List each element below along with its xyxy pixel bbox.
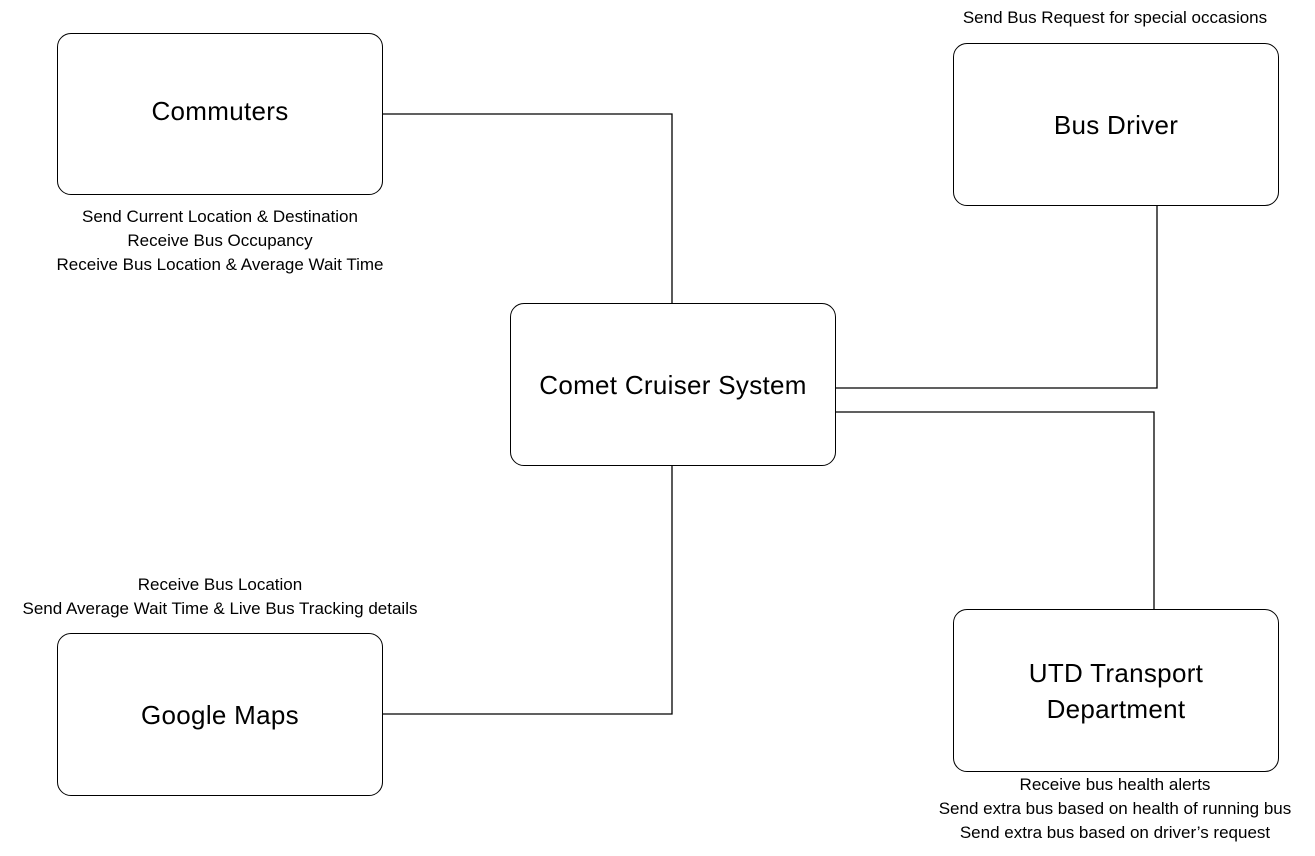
annotation-line: Send extra bus based on driver’s request: [959, 823, 1271, 842]
annotation-line: Send extra bus based on health of runnin…: [938, 799, 1292, 818]
annotation-utd-transport: Receive bus health alerts Send extra bus…: [915, 773, 1315, 845]
annotation-line: Send Average Wait Time & Live Bus Tracki…: [22, 599, 418, 618]
annotation-bus-driver: Send Bus Request for special occasions: [915, 6, 1315, 30]
annotation-line: Receive Bus Occupancy: [127, 231, 313, 250]
entity-label: Bus Driver: [1053, 109, 1179, 140]
annotation-line: Send Bus Request for special occasions: [962, 8, 1268, 27]
entity-commuters: Commuters: [57, 33, 383, 195]
annotation-line: Receive Bus Location: [137, 575, 303, 594]
entity-label-group: UTD Transport Department: [1029, 655, 1203, 727]
annotation-commuters: Send Current Location & Destination Rece…: [20, 205, 420, 277]
entity-label-line: UTD Transport: [1028, 657, 1204, 688]
entity-label: Google Maps: [141, 699, 299, 730]
annotation-line: Receive Bus Location & Average Wait Time: [56, 255, 384, 274]
entity-label-line: Department: [1046, 693, 1186, 724]
entity-google-maps: Google Maps: [57, 633, 383, 796]
annotation-line: Send Current Location & Destination: [82, 207, 358, 226]
entity-utd-transport-department: UTD Transport Department: [953, 609, 1279, 772]
connector-utd-system: [836, 411, 1155, 609]
connector-driver-system: [836, 206, 1158, 389]
entity-label: Commuters: [151, 96, 289, 126]
entity-label: Comet Cruiser System: [539, 369, 807, 400]
annotation-line: Receive bus health alerts: [1019, 775, 1211, 794]
connector-maps-system: [383, 466, 673, 715]
entity-comet-cruiser-system: Comet Cruiser System: [510, 303, 836, 466]
entity-bus-driver: Bus Driver: [953, 43, 1279, 206]
connector-commuters-system: [383, 113, 673, 303]
annotation-google-maps: Receive Bus Location Send Average Wait T…: [0, 573, 440, 621]
